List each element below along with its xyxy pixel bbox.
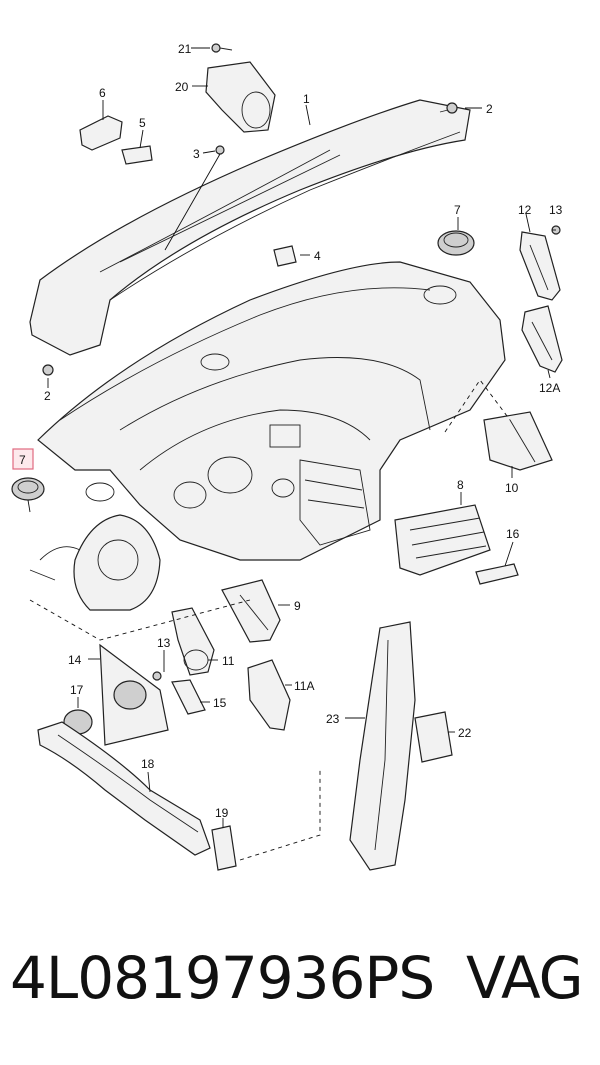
round-vent-7b [11,477,45,501]
main-dash-body [37,261,506,561]
callout-1: 1 [303,92,310,106]
callout-2b: 2 [44,389,51,403]
vent-10 [483,411,553,471]
callout-22: 22 [458,726,472,740]
callout-19: 19 [215,806,229,820]
screw-21 [211,43,233,53]
callout-2a: 2 [486,102,493,116]
switch-22 [414,711,453,763]
callout-10: 10 [505,481,519,495]
callout-11A: 11A [294,679,314,693]
callout-6: 6 [99,86,106,100]
callout-16: 16 [506,527,520,541]
bracket-15 [171,679,206,715]
highlight-box [12,448,34,470]
callout-12: 12 [518,203,532,217]
callout-8: 8 [457,478,464,492]
center-vent-8 [394,504,491,576]
callout-13b: 13 [157,636,171,650]
part-number: 4L08197936PS [10,944,435,1012]
callout-5: 5 [139,116,146,130]
bolt-2b [42,364,54,376]
switch-16 [475,563,519,585]
callout-7b: 7 [19,453,26,467]
vent-trim-11 [171,607,215,676]
duct-18 [37,721,211,856]
callout-20: 20 [175,80,189,94]
trim-12A [521,305,563,373]
trim-12 [519,231,561,301]
exploded-parts-diagram: 21 20 6 5 3 1 2 4 7 12 13 2 12A 7 10 8 1… [11,42,563,871]
bolt-2a [439,102,458,114]
callout-17: 17 [70,683,84,697]
air-duct-20 [205,61,276,133]
side-panel-14 [99,643,169,746]
callout-15: 15 [213,696,227,710]
a-pillar-23 [349,621,416,871]
leader-lines [27,47,556,828]
clip-5 [121,145,153,165]
callout-13a: 13 [549,203,563,217]
callout-21: 21 [178,42,192,56]
screw-13b [152,671,162,681]
cover-11A [247,659,291,731]
steering-bracket [29,514,161,611]
round-vent-7a [437,230,475,256]
clip-4 [273,245,297,267]
callout-18: 18 [141,757,155,771]
callout-12A: 12A [539,381,560,395]
small-vent-19 [211,825,237,871]
callout-7a: 7 [454,203,461,217]
callout-labels: 21 20 6 5 3 1 2 4 7 12 13 2 12A 7 10 8 1… [19,42,563,820]
upper-dash-panel [29,99,471,356]
callout-3: 3 [193,147,200,161]
callout-4: 4 [314,249,321,263]
clip-6 [79,115,123,151]
footer: 4L08197936PS VAG [0,935,600,1035]
callout-9: 9 [294,599,301,613]
callout-14: 14 [68,653,82,667]
brand-label: VAG [466,944,584,1012]
side-vent-9 [221,579,281,643]
callout-23: 23 [326,712,340,726]
screw-3 [215,145,225,155]
callout-11: 11 [222,654,235,668]
